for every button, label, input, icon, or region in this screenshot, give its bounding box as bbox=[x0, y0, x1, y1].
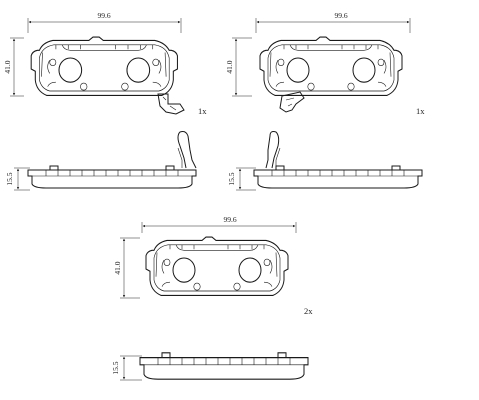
pad-a-front-view bbox=[30, 36, 178, 96]
pad-c-side-view bbox=[139, 352, 309, 380]
pad-a-thickness-dimension: 15.5 bbox=[5, 167, 30, 191]
pad-c-height-dimension: 41.0 bbox=[113, 237, 140, 299]
pad-c-width-dimension: 99.6 bbox=[141, 215, 297, 233]
pad-c-height-label: 41.0 bbox=[113, 261, 122, 274]
pad-c-width-label: 99.6 bbox=[223, 215, 236, 224]
pad-b-height-dimension: 41.0 bbox=[225, 37, 252, 97]
pad-a-thickness-label: 15.5 bbox=[5, 172, 14, 185]
pad-b-side-view bbox=[253, 165, 423, 189]
pad-b-width-dimension: 99.6 bbox=[255, 11, 411, 33]
pad-a-side-view bbox=[27, 165, 197, 189]
pad-c-thickness-dimension: 15.5 bbox=[111, 355, 142, 381]
pad-b-spring-clip-icon bbox=[265, 131, 281, 169]
pad-b-thickness-dimension: 15.5 bbox=[227, 167, 256, 191]
pad-b-quantity: 1x bbox=[416, 106, 425, 116]
pad-b-front-view bbox=[259, 36, 403, 96]
pad-a-width-dimension: 99.6 bbox=[27, 11, 182, 33]
pad-a-width-label: 99.6 bbox=[97, 11, 110, 20]
pad-b-wear-sensor-icon bbox=[279, 91, 305, 113]
pad-a-height-label: 41.0 bbox=[3, 60, 12, 73]
pad-b-thickness-label: 15.5 bbox=[227, 172, 236, 185]
pad-a-quantity: 1x bbox=[198, 106, 207, 116]
pad-c-thickness-label: 15.5 bbox=[111, 361, 120, 374]
pad-a-height-dimension: 41.0 bbox=[3, 37, 24, 97]
pad-c-quantity: 2x bbox=[304, 306, 313, 316]
pad-a-spring-clip-icon bbox=[177, 131, 197, 169]
pad-c-front-view bbox=[145, 236, 289, 296]
pad-b-height-label: 41.0 bbox=[225, 60, 234, 73]
pad-b-width-label: 99.6 bbox=[334, 11, 347, 20]
pad-a-wear-sensor-icon bbox=[157, 93, 185, 115]
